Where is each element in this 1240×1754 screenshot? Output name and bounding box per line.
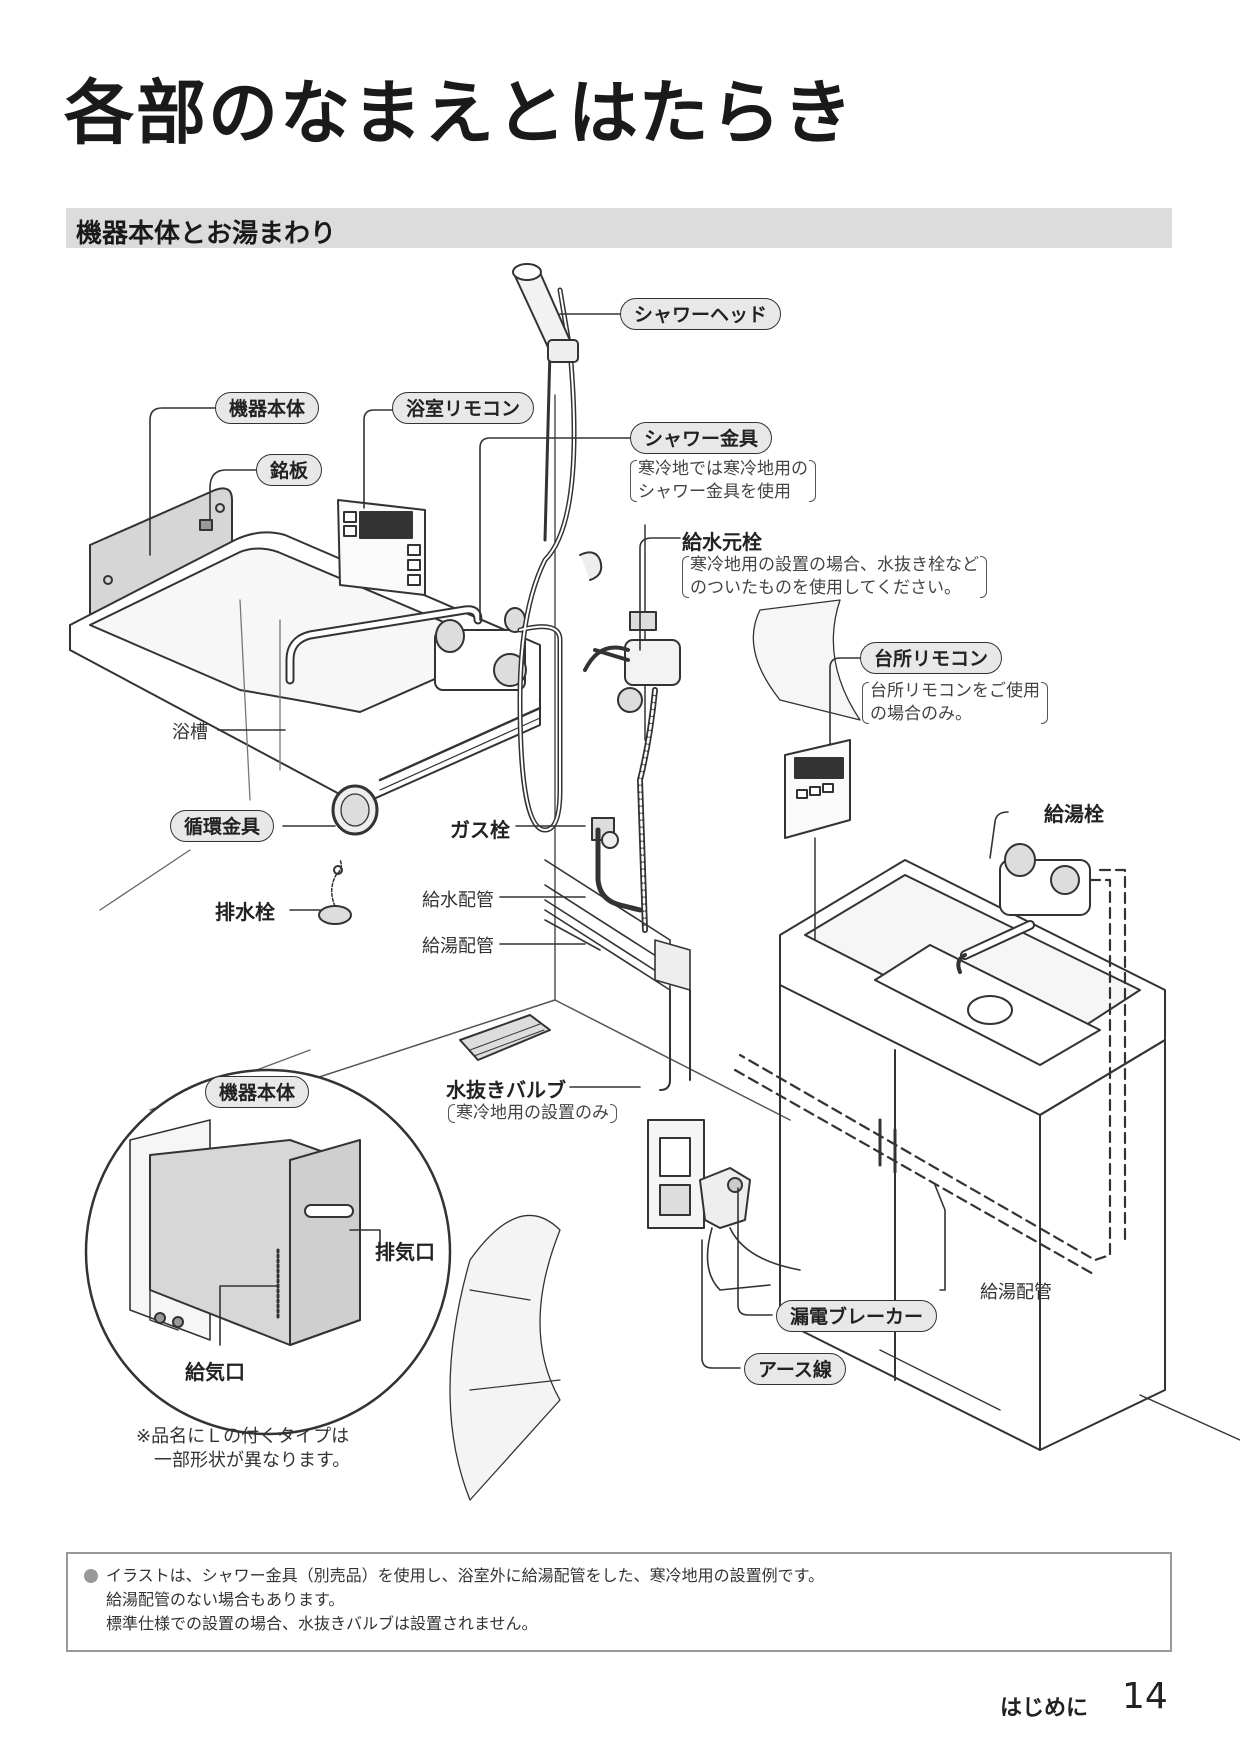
- label-main-water-valve: 給水元栓: [682, 530, 762, 554]
- label-inset-unit-body: 機器本体: [205, 1076, 310, 1108]
- label-hot-water-pipe-right: 給湯配管: [980, 1282, 1052, 1303]
- section-header-bar: 機器本体とお湯まわり: [66, 208, 1172, 249]
- note-kitchen-remote: 台所リモコンをご使用 の場合のみ。: [862, 681, 1048, 724]
- wall-pipes-drawing: [544, 859, 691, 1091]
- shower-hose-drawing: [517, 287, 577, 833]
- label-water-supply-pipe: 給水配管: [422, 890, 494, 911]
- label-hot-water-tap: 給湯栓: [1044, 802, 1104, 826]
- kitchen-sink-cabinet-drawing: [779, 859, 1240, 1451]
- label-bath-remote: 浴室リモコン: [392, 392, 535, 424]
- label-gas-valve: ガス栓: [450, 818, 510, 842]
- notes-box: イラストは、シャワー金具（別売品）を使用し、浴室外に給湯配管をした、寒冷地用の設…: [66, 1552, 1172, 1652]
- gas-valve-drawing: [591, 817, 643, 913]
- label-ground-wire: アース線: [744, 1353, 846, 1385]
- label-nameplate: 銘板: [256, 454, 323, 486]
- label-shower-head: シャワーヘッド: [620, 298, 782, 330]
- leader-lines: [149, 313, 1009, 1369]
- shower-hook-drawing: [579, 551, 603, 581]
- dashed-hot-water-pipe: [738, 878, 1112, 1262]
- floor-drain-drawing: [459, 1014, 551, 1061]
- note-main-water-valve: 寒冷地用の設置の場合、水抜き栓など のついたものを使用してください。: [682, 555, 987, 598]
- bullet-icon: [84, 1569, 98, 1583]
- curve-decor: [449, 1214, 561, 1501]
- product-variant-caption: ※品名にＬの付くタイプは 一部形状が異なります。: [136, 1426, 351, 1471]
- label-drain-plug: 排水栓: [215, 900, 275, 924]
- label-hot-water-pipe: 給湯配管: [422, 936, 494, 957]
- hot-water-tap-drawing: [956, 843, 1091, 974]
- page-title: 各部のなまえとはたらき: [64, 72, 855, 154]
- drain-plug-drawing: [318, 859, 352, 925]
- label-drain-valve: 水抜きバルブ: [446, 1078, 566, 1102]
- note-shower-fitting: 寒冷地では寒冷地用の シャワー金具を使用: [630, 459, 816, 502]
- label-intake-port: 給気口: [185, 1360, 245, 1384]
- installation-illustration: [69, 263, 1240, 1501]
- note-line: イラストは、シャワー金具（別売品）を使用し、浴室外に給湯配管をした、寒冷地用の設…: [84, 1564, 1154, 1588]
- label-shower-fitting: シャワー金具: [630, 422, 773, 454]
- note-drain-valve: 寒冷地用の設置のみ: [448, 1103, 617, 1123]
- kitchen-remote-drawing: [784, 739, 851, 941]
- section-title: 機器本体とお湯まわり: [76, 219, 337, 249]
- shower-head-drawing: [512, 263, 579, 363]
- note-line: 給湯配管のない場合もあります。: [106, 1590, 345, 1609]
- label-kitchen-remote: 台所リモコン: [860, 642, 1003, 674]
- outlet-breaker-drawing: [647, 1119, 801, 1291]
- inset-unit-drawing: [84, 1068, 452, 1436]
- floor-line: [99, 849, 191, 911]
- floor-line-right: [554, 999, 791, 1121]
- page-number: 14: [1122, 1676, 1168, 1717]
- circulation-fitting-drawing: [331, 784, 379, 836]
- bath-faucet-drawing: [285, 605, 527, 691]
- bath-remote-drawing: [337, 499, 426, 596]
- floor-line-left: [309, 999, 556, 1081]
- label-exhaust-port: 排気口: [375, 1240, 435, 1264]
- label-leakage-breaker: 漏電ブレーカー: [776, 1300, 938, 1332]
- label-circulation-fitting: 循環金具: [170, 810, 275, 842]
- label-bathtub: 浴槽: [172, 722, 208, 743]
- chapter-label: はじめに: [1000, 1696, 1089, 1721]
- note-line: 標準仕様での設置の場合、水抜きバルブは設置されません。: [106, 1614, 538, 1633]
- label-unit-body: 機器本体: [215, 392, 320, 424]
- main-water-valve-drawing: [583, 524, 681, 933]
